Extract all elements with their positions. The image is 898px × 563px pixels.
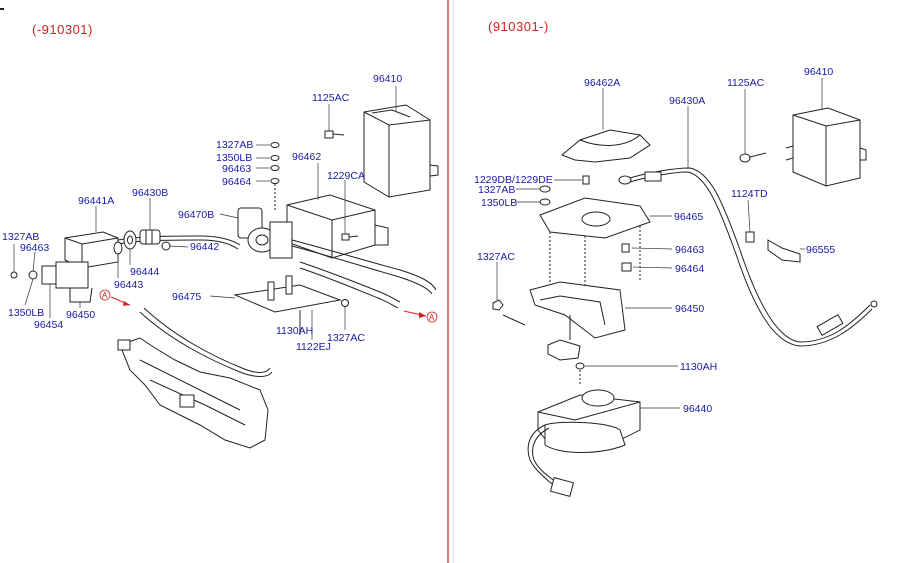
cable-96430A-illustration [618, 106, 878, 347]
throttle-body-illustration [117, 307, 273, 449]
part-label-96440: 96440 [683, 403, 712, 415]
screw-1130AH-right-illustration [575, 362, 678, 385]
part-label-1350LB-right: 1350LB [481, 197, 517, 209]
bolt-1125AC-illustration [324, 104, 345, 139]
clip-96555-illustration [745, 199, 805, 263]
washer-stack-illustration [256, 142, 280, 212]
marker-a-right-label: A [429, 313, 435, 322]
part-label-96430A: 96430A [669, 95, 705, 107]
part-label-96450-right: 96450 [675, 303, 704, 315]
part-label-96464: 96464 [222, 176, 251, 188]
cable-96430B-illustration [117, 198, 241, 250]
long-cable-illustration [291, 239, 437, 309]
right-panel-header: (910301-) [488, 19, 549, 34]
marker-a-left: A [99, 289, 131, 306]
nut-1327AC-right-illustration [492, 262, 526, 326]
part-label-1122EJ: 1122EJ [296, 341, 331, 353]
bolt-96442-illustration [161, 241, 189, 251]
left-panel-header: (-910301) [32, 22, 93, 37]
part-label-1327AC-right: 1327AC [477, 251, 515, 263]
part-label-96430B: 96430B [132, 187, 168, 199]
actuator-96440-illustration [527, 389, 680, 497]
part-label-96463-lower: 96463 [20, 242, 49, 254]
actuator-96470B-illustration [219, 207, 293, 259]
part-label-96441A: 96441A [78, 195, 114, 207]
bracket-96450-right-illustration [529, 281, 672, 361]
part-label-1130AH: 1130AH [276, 325, 313, 337]
part-label-96463-right: 96463 [675, 244, 704, 256]
part-label-96450-left: 96450 [66, 309, 95, 321]
part-label-96555: 96555 [806, 244, 835, 256]
left-small-parts-illustration [10, 244, 93, 318]
marker-a-left-label: A [102, 291, 108, 300]
part-label-1125AC: 1125AC [312, 92, 350, 104]
fasteners-right-illustration [516, 175, 590, 206]
part-label-1350LB-lower: 1350LB [8, 307, 44, 319]
part-label-96462: 96462 [292, 151, 321, 163]
part-label-96454: 96454 [34, 319, 63, 331]
part-label-1327AB-right: 1327AB [478, 184, 515, 196]
mounting-plate-96475-illustration [209, 275, 349, 340]
part-label-96462A: 96462A [584, 77, 620, 89]
part-label-96410: 96410 [373, 73, 402, 85]
control-unit-illustration [363, 86, 439, 198]
part-label-96475: 96475 [172, 291, 201, 303]
corner-mark [0, 8, 4, 10]
part-label-96442: 96442 [190, 241, 219, 253]
part-label-1130AH-right: 1130AH [680, 361, 717, 373]
pulley-assembly-illustration [113, 230, 137, 278]
part-label-1327AB-upper: 1327AB [216, 139, 253, 151]
part-label-96470B: 96470B [178, 209, 214, 221]
part-label-96464-right: 96464 [675, 263, 704, 275]
cover-96462A-illustration [561, 88, 651, 163]
control-unit-right-illustration [785, 78, 867, 187]
part-label-96444: 96444 [130, 266, 159, 278]
part-label-1327AC: 1327AC [327, 332, 365, 344]
right-panel: (910301-) 96462A 96430A 1125AC [474, 19, 878, 497]
bolt-1125AC-right-illustration [739, 89, 767, 163]
part-label-1229CA: 1229CA [327, 170, 365, 182]
part-label-96410-right: 96410 [804, 66, 833, 78]
part-label-96465: 96465 [674, 211, 703, 223]
part-label-96463-upper: 96463 [222, 163, 251, 175]
part-label-1124TD: 1124TD [731, 188, 768, 200]
part-label-1327AB-lower: 1327AB [2, 231, 39, 243]
part-label-1125AC-right: 1125AC [727, 77, 765, 89]
left-panel: (-910301) 96410 1125AC [2, 22, 439, 449]
screw-1229CA-illustration [341, 180, 359, 241]
motor-96441A-illustration [64, 206, 119, 269]
marker-a-right: A [403, 310, 438, 323]
part-label-96443: 96443 [114, 279, 143, 291]
base-plate-96465-illustration [539, 197, 672, 300]
part-label-1350LB-upper: 1350LB [216, 152, 252, 164]
grommets-right-illustration [621, 243, 673, 272]
part-label-1229DB: 1229DB/1229DE [474, 174, 553, 186]
